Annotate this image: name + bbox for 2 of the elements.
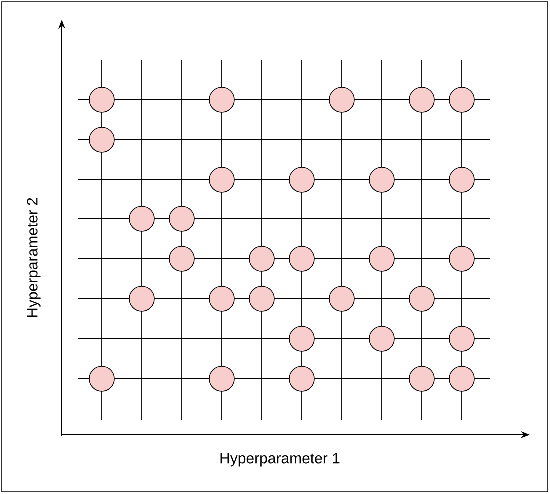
axis-title: Hyperparameter 1 xyxy=(220,453,340,467)
axis-title: Hyperparameter 2 xyxy=(27,198,41,318)
